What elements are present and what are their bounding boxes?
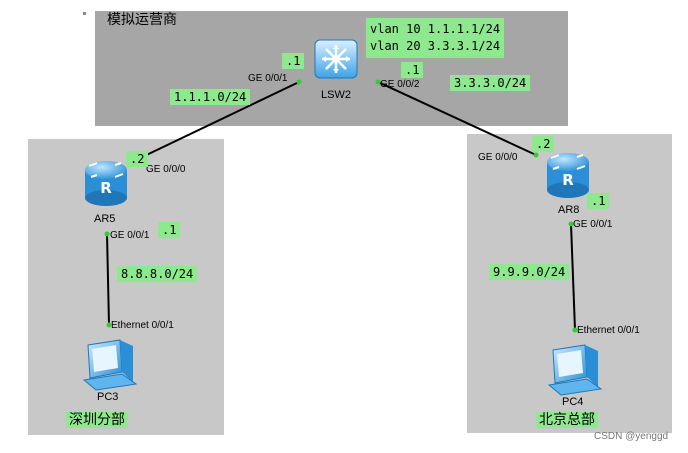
- pc3-label: PC3: [97, 391, 119, 403]
- ar5-up-host-id: .2: [126, 151, 149, 167]
- ar5-port-ge000: GE 0/0/0: [146, 164, 186, 175]
- lsw2-port-ge001: GE 0/0/1: [248, 73, 288, 84]
- lsw2-right-host-id: .1: [401, 62, 424, 78]
- vlan-config-box: vlan 10 1.1.1.1/24 vlan 20 3.3.3.1/24: [366, 18, 505, 58]
- zone-marker: [83, 12, 86, 15]
- pc4-label: PC4: [562, 396, 584, 408]
- branch-lan-subnet: 8.8.8.0/24: [117, 266, 198, 282]
- ar8-router-icon[interactable]: R: [547, 153, 589, 198]
- pc4-port-eth001: Ethernet 0/0/1: [577, 325, 640, 336]
- isp-left-subnet: 1.1.1.0/24: [170, 89, 251, 105]
- hq-lan-subnet: 9.9.9.0/24: [489, 264, 570, 280]
- svg-text:R: R: [100, 179, 112, 197]
- link-lsw2-ar5: [135, 81, 300, 161]
- link-ar8-pc4: [570, 223, 576, 331]
- svg-text:R: R: [562, 171, 574, 189]
- branch-zone-title: 深圳分部: [66, 412, 128, 428]
- isp-right-subnet: 3.3.3.0/24: [450, 75, 531, 91]
- watermark-text: CSDN @yenggd: [594, 431, 669, 442]
- lsw2-port-ge002: GE 0/0/2: [380, 79, 420, 90]
- vlan20-line: vlan 20 3.3.3.1/24: [370, 39, 501, 53]
- lsw2-left-host-id: .1: [282, 53, 305, 69]
- vlan10-line: vlan 10 1.1.1.1/24: [370, 22, 501, 36]
- ar8-up-host-id: .2: [532, 136, 555, 152]
- pc3-computer-icon[interactable]: [82, 339, 138, 391]
- lsw2-label: LSW2: [321, 89, 351, 101]
- ar8-label: AR8: [558, 204, 580, 216]
- hq-zone-title: 北京总部: [536, 412, 598, 428]
- ar5-label: AR5: [94, 213, 116, 225]
- pc3-port-eth001: Ethernet 0/0/1: [111, 320, 174, 331]
- ar5-port-ge001: GE 0/0/1: [110, 230, 150, 241]
- ar5-down-host-id: .1: [158, 222, 181, 238]
- isp-zone-title: 模拟运营商: [107, 12, 177, 28]
- pc4-computer-icon[interactable]: [547, 344, 603, 396]
- port-dots: [104, 79, 578, 333]
- link-lsw2-ar8: [377, 81, 537, 156]
- ar8-down-host-id: .1: [587, 193, 610, 209]
- ar8-port-ge000: GE 0/0/0: [478, 152, 518, 163]
- ar8-port-ge001: GE 0/0/1: [573, 219, 613, 230]
- ar5-router-icon[interactable]: R: [85, 161, 127, 206]
- lsw2-switch-icon[interactable]: [314, 39, 358, 79]
- link-ar5-pc3: [106, 233, 110, 326]
